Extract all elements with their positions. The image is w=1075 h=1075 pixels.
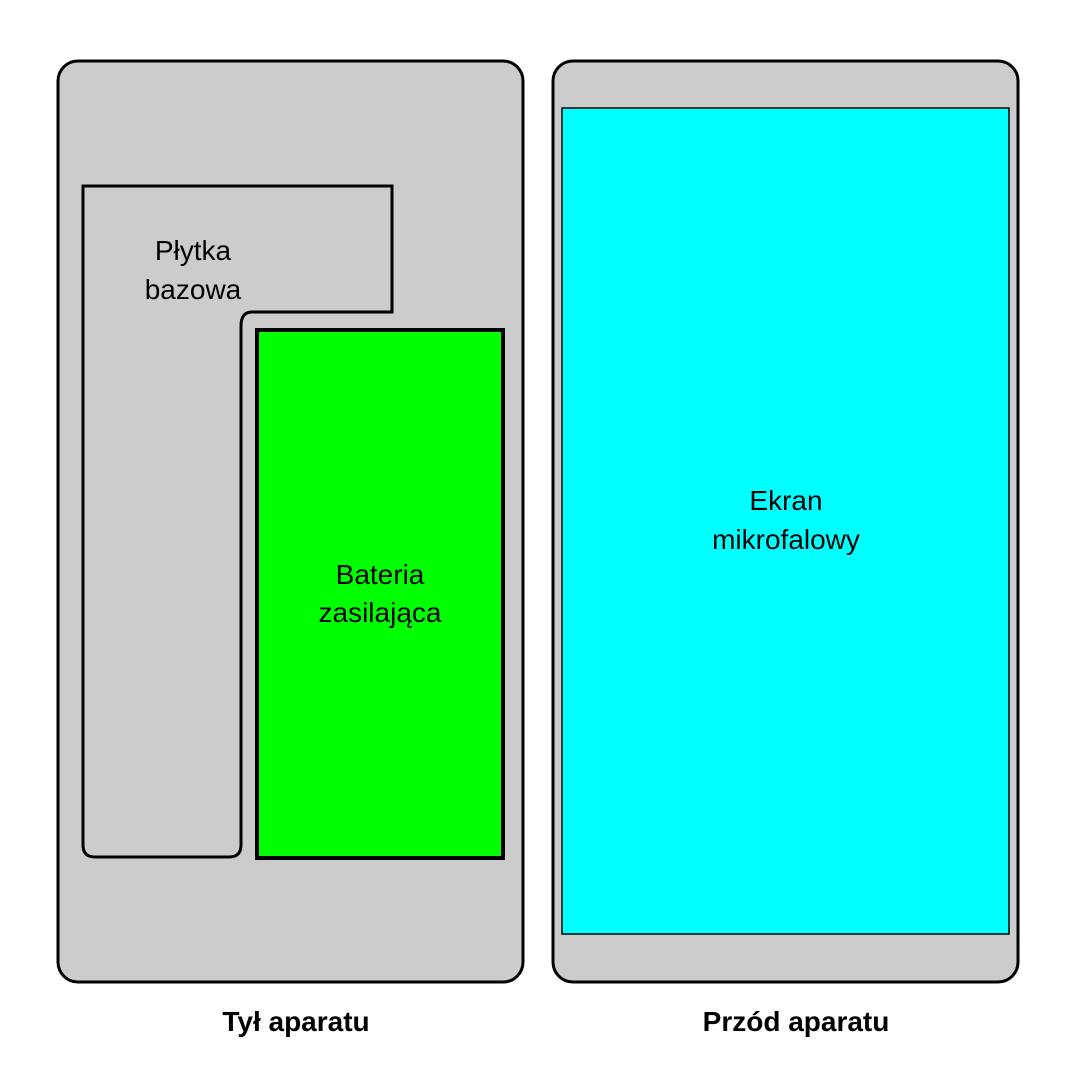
battery-label-line2: zasilająca [319, 597, 442, 628]
battery-block [255, 328, 505, 860]
microwave-screen [561, 107, 1010, 935]
base-board-label-line1: Płytka [155, 235, 232, 266]
battery-label-line1: Bateria [336, 559, 425, 590]
screen-label-line1: Ekran [749, 485, 822, 516]
front-panel: Ekran mikrofalowy [551, 59, 1020, 984]
base-board-label-line2: bazowa [145, 274, 242, 305]
front-panel-caption: Przód aparatu [703, 1006, 890, 1037]
base-board-shape [81, 184, 394, 859]
back-panel: Płytka bazowa Bateria zasilająca [56, 59, 525, 984]
screen-label-line2: mikrofalowy [712, 524, 860, 555]
back-panel-caption: Tył aparatu [222, 1006, 369, 1037]
